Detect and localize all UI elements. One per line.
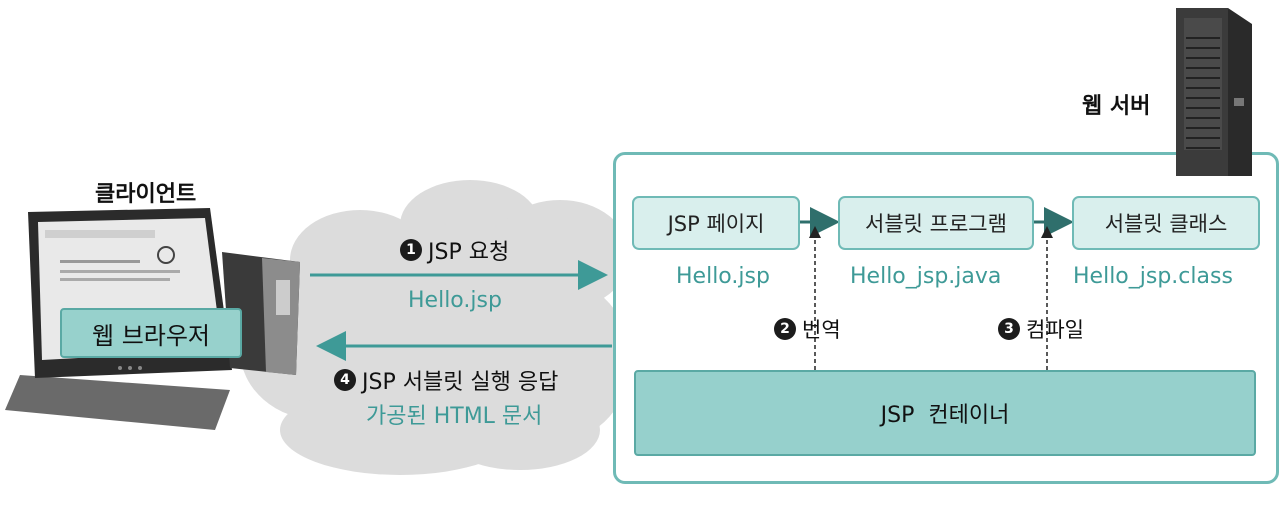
- jsp-page-box: JSP 페이지: [632, 196, 800, 250]
- servlet-program-label: 서블릿 프로그램: [865, 212, 1007, 236]
- file-class: Hello_jsp.class: [1073, 264, 1233, 289]
- request-step: 1 JSP 요청: [400, 234, 509, 266]
- step-3-badge: 3: [998, 318, 1020, 340]
- request-label: JSP 요청: [428, 240, 510, 265]
- step-2-badge: 2: [774, 318, 796, 340]
- compile-step: 3 컴파일: [998, 314, 1084, 344]
- request-file: Hello.jsp: [408, 288, 502, 313]
- servlet-class-box: 서블릿 클래스: [1072, 196, 1260, 250]
- response-step: 4 JSP 서블릿 실행 응답: [334, 364, 558, 396]
- file-jsp: Hello.jsp: [676, 264, 770, 289]
- compile-label: 컴파일: [1026, 318, 1084, 342]
- step-1-badge: 1: [400, 239, 422, 261]
- browser-label: 웹 브라우저: [91, 321, 211, 350]
- jsp-page-label: JSP 페이지: [667, 212, 765, 236]
- server-label: 웹 서버: [1082, 94, 1151, 119]
- client-label: 클라이언트: [95, 182, 197, 207]
- browser-label-box: 웹 브라우저: [60, 308, 242, 358]
- translate-step: 2 번역: [774, 314, 841, 344]
- translate-label: 번역: [802, 318, 841, 342]
- file-java: Hello_jsp.java: [850, 264, 1002, 289]
- servlet-program-box: 서블릿 프로그램: [838, 196, 1034, 250]
- jsp-container-box: JSP 컨테이너: [634, 370, 1256, 456]
- step-4-badge: 4: [334, 369, 356, 391]
- server-icon: [1176, 8, 1252, 176]
- response-sub: 가공된 HTML 문서: [366, 404, 543, 429]
- jsp-container-label: JSP 컨테이너: [880, 403, 1010, 428]
- server-base-overlay: [1176, 150, 1252, 176]
- response-label: JSP 서블릿 실행 응답: [362, 370, 559, 395]
- servlet-class-label: 서블릿 클래스: [1104, 212, 1228, 236]
